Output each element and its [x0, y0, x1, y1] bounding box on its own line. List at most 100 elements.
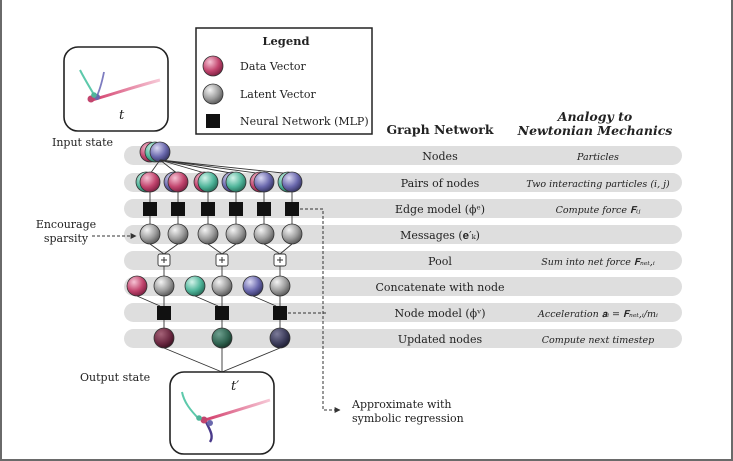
input-state-box: [63, 46, 169, 132]
concat-data-node-teal: [184, 275, 206, 297]
pair-node-purple-b: [281, 171, 303, 193]
updated-nodes: [153, 327, 291, 349]
header-analogy-line2: Newtonian Mechanics: [517, 123, 673, 138]
message-node: [281, 223, 303, 245]
concat-latent-node: [269, 275, 291, 297]
row-band-node-model: [124, 303, 682, 322]
output-state-box: [169, 371, 275, 455]
analogy-edge-model: Compute force 𝐅ᵢⱼ: [556, 205, 641, 216]
legend-latent-vector-icon: [202, 83, 224, 105]
row-labels: Nodes Pairs of nodes Edge model (ϕᵉ) Mes…: [375, 150, 504, 346]
analogy-pairs: Two interacting particles (i, j): [526, 179, 670, 190]
pair-node-teal-a: [197, 171, 219, 193]
output-particle-pink: [200, 416, 208, 424]
pair-node-purple-a: [253, 171, 275, 193]
pair-nodes: [135, 171, 303, 193]
fanout-edge: [149, 159, 161, 175]
sum-icon: [157, 253, 171, 267]
pair-node-teal-b: [225, 171, 247, 193]
pair-node-pink-a: [139, 171, 161, 193]
output-trail-purple: [204, 421, 213, 443]
legend-data-vector-label: Data Vector: [240, 60, 307, 73]
edge-to-symbolic-dashed: [300, 208, 341, 413]
converge-line: [221, 347, 281, 373]
header-analogy-line1: Analogy to: [557, 109, 632, 124]
fanout-edge: [159, 159, 237, 175]
input-time-label: t: [119, 108, 125, 123]
concat-latent-node: [211, 275, 233, 297]
sum-icon: [273, 253, 287, 267]
node-mlp-icon: [215, 306, 229, 320]
pool-line: [207, 243, 223, 255]
concat-data-node-purple: [242, 275, 264, 297]
legend-mlp-label: Neural Network (MLP): [240, 115, 369, 128]
input-state-panel: t: [63, 46, 169, 132]
legend-box: [195, 27, 373, 135]
row-label-pool: Pool: [428, 255, 452, 268]
node-mlp-icon: [273, 306, 287, 320]
updated-node-pink: [153, 327, 175, 349]
concat-connectors: [163, 266, 281, 276]
converge-line: [163, 347, 223, 373]
legend-latent-vector-label: Latent Vector: [240, 88, 316, 101]
input-particle-teal: [91, 92, 97, 98]
pool-line: [163, 243, 179, 255]
input-nodes: [139, 141, 171, 163]
edge-mlp-icon: [285, 202, 299, 216]
pool-connectors: [149, 243, 293, 255]
row-band-updated: [124, 329, 682, 348]
pool-line: [279, 243, 293, 255]
edge-mlp-icon: [201, 202, 215, 216]
row-label-node-model: Node model (ϕᵛ): [394, 307, 485, 320]
node-model-line: [194, 295, 219, 307]
header-graph-network: Graph Network: [386, 122, 493, 137]
edge-connectors: [149, 192, 293, 225]
message-node: [253, 223, 275, 245]
pair-node-pink-b: [167, 171, 189, 193]
analogy-nodes: Particles: [576, 152, 619, 163]
output-particle-teal: [196, 415, 202, 421]
legend-title: Legend: [262, 34, 309, 48]
output-trail-pink: [204, 398, 271, 422]
encourage-sparsity-line2: sparsity: [44, 232, 89, 245]
node-model-mlps: [157, 306, 287, 320]
row-label-edge-model: Edge model (ϕᵉ): [395, 203, 485, 216]
analogy-labels: Particles Two interacting particles (i, …: [526, 152, 670, 346]
edge-mlp-icon: [229, 202, 243, 216]
fanout-edge: [159, 159, 265, 175]
row-band-pool: [124, 251, 682, 270]
message-node: [139, 223, 161, 245]
pool-line: [263, 243, 281, 255]
analogy-pool: Sum into net force 𝐅ₙₑₜ,ᵢ: [541, 257, 655, 268]
updated-node-purple: [269, 327, 291, 349]
updated-node-teal: [211, 327, 233, 349]
analogy-node-model: Acceleration 𝐚ᵢ = 𝐅ₙₑₜ,ᵢ/mᵢ: [537, 309, 658, 320]
row-label-updated: Updated nodes: [398, 333, 483, 346]
message-node: [167, 223, 189, 245]
pool-sum-nodes: [157, 253, 287, 267]
message-node: [197, 223, 219, 245]
sum-icon: [215, 253, 229, 267]
row-band-concat: [124, 277, 682, 296]
fanout-edges: [149, 159, 293, 175]
concat-data-node-pink: [126, 275, 148, 297]
output-time-label: t′: [231, 379, 239, 394]
edge-model-mlps: [143, 202, 299, 216]
message-node: [225, 223, 247, 245]
analogy-updated: Compute next timestep: [542, 335, 654, 346]
node-mlp-icon: [157, 306, 171, 320]
edge-mlp-icon: [171, 202, 185, 216]
edge-mlp-icon: [257, 202, 271, 216]
row-label-nodes: Nodes: [422, 150, 458, 163]
output-converge-lines: [163, 347, 281, 373]
edge-mlp-icon: [143, 202, 157, 216]
node-model-line: [252, 295, 277, 307]
output-particle-purple: [207, 420, 213, 426]
concat-latent-node: [153, 275, 175, 297]
pool-line: [149, 243, 165, 255]
node-model-connectors: [136, 295, 281, 329]
input-state-label: Input state: [52, 136, 113, 149]
input-node-purple: [149, 141, 171, 163]
